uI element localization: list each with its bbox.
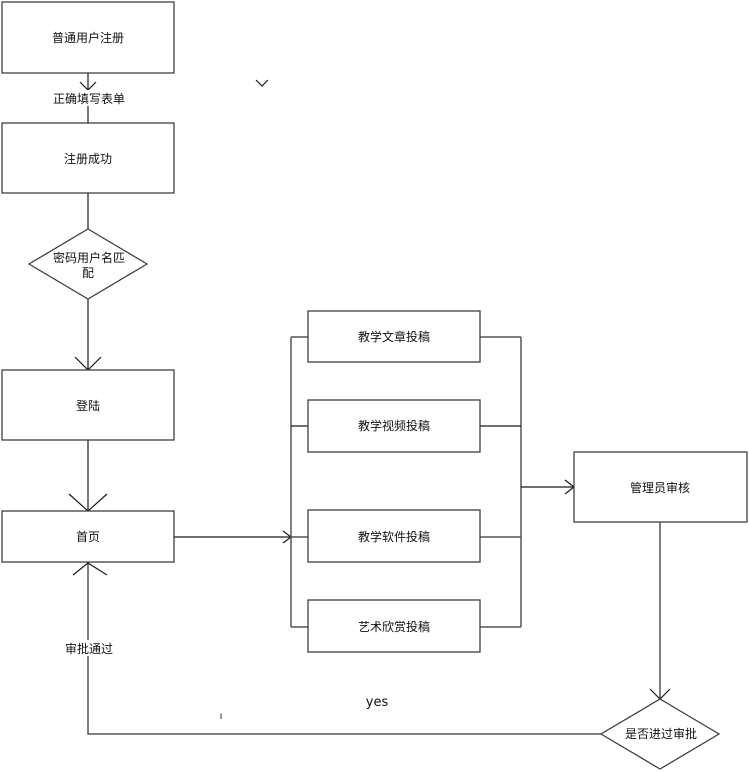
edge-label-fill-form: 正确填写表单	[53, 92, 125, 106]
edge-label-approved: 审批通过	[65, 641, 113, 656]
node-approval-decision-shape	[599, 698, 721, 770]
node-home-shape	[1, 510, 175, 563]
stray-mark: ı	[220, 711, 223, 722]
node-submit-art-shape	[307, 599, 481, 653]
node-submit-software[interactable]: 教学软件投稿	[307, 509, 481, 563]
node-approval-decision-label: 是否进过审批	[625, 726, 697, 741]
node-submit-video-shape	[307, 399, 481, 453]
node-register-label: 普通用户注册	[52, 30, 124, 45]
edge-label-bg	[46, 90, 132, 106]
node-admin-review-label: 管理员审核	[630, 480, 690, 495]
node-register[interactable]: 普通用户注册	[1, 1, 175, 74]
arrowhead-up-icon	[72, 562, 108, 576]
node-submit-art[interactable]: 艺术欣赏投稿	[307, 599, 481, 653]
node-login[interactable]: 登陆	[1, 369, 175, 441]
node-approval-decision[interactable]: 是否进过审批	[599, 698, 721, 770]
node-submit-article-shape	[307, 310, 481, 363]
node-submit-software-shape	[307, 509, 481, 563]
node-home-label: 首页	[76, 530, 100, 544]
node-credential-check-label-line2: 配	[82, 266, 94, 280]
node-credential-check-shape	[27, 228, 149, 300]
node-login-label: 登陆	[76, 398, 100, 413]
node-admin-review[interactable]: 管理员审核	[573, 451, 748, 523]
edge-label-yes: yes	[366, 695, 389, 710]
node-submit-article-label: 教学文章投稿	[358, 329, 430, 344]
node-submit-art-label: 艺术欣赏投稿	[358, 619, 430, 634]
stray-chevron-mark	[255, 79, 269, 87]
edge-decision-to-home	[87, 562, 601, 735]
node-submit-software-label: 教学软件投稿	[358, 529, 430, 544]
node-credential-check[interactable]: 密码用户名匹 配	[27, 228, 149, 300]
node-login-shape	[1, 369, 175, 441]
node-submit-video[interactable]: 教学视频投稿	[307, 399, 481, 453]
node-home[interactable]: 首页	[1, 510, 175, 563]
node-register-success-shape	[1, 122, 175, 194]
node-admin-review-shape	[573, 451, 748, 523]
edge-label-bg	[60, 640, 118, 656]
node-submit-article[interactable]: 教学文章投稿	[307, 310, 481, 363]
node-submit-video-label: 教学视频投稿	[358, 418, 430, 433]
node-register-success[interactable]: 注册成功	[1, 122, 175, 194]
node-register-success-label: 注册成功	[64, 151, 112, 166]
node-credential-check-label-line1: 密码用户名匹	[53, 250, 125, 265]
node-register-shape	[1, 1, 175, 74]
